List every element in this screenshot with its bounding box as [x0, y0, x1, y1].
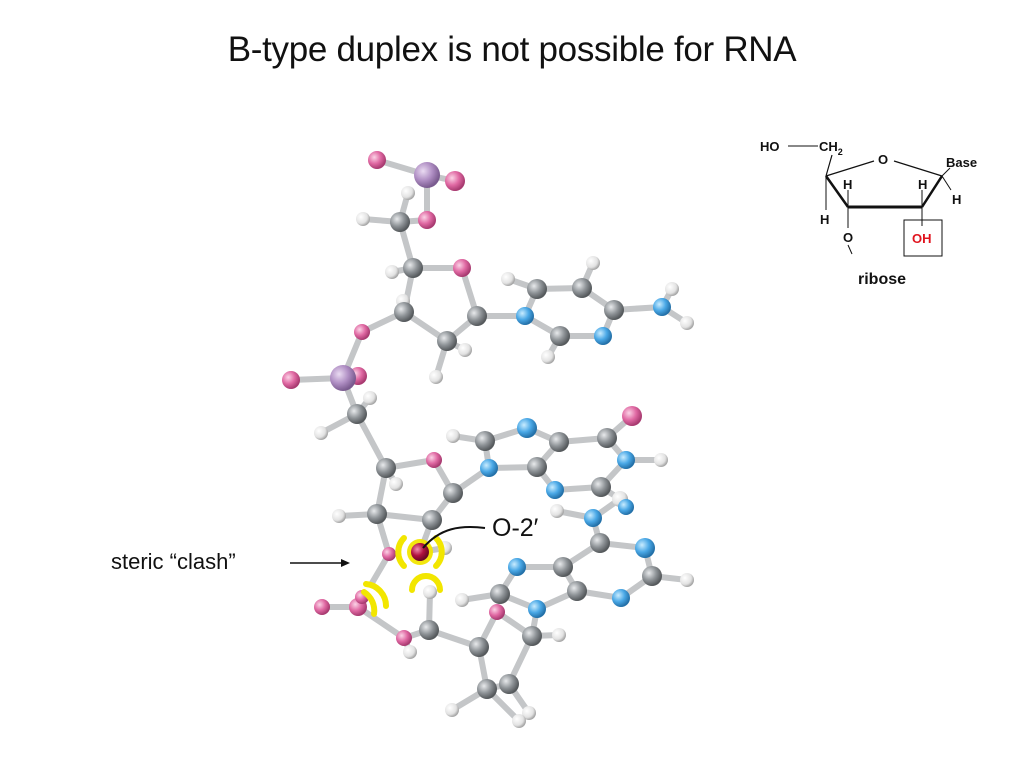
ribose-h-right-upper: H — [918, 177, 927, 192]
clash-arrow — [290, 559, 350, 567]
o2-pointer-line — [422, 526, 486, 549]
nitrogen-atoms — [480, 298, 671, 618]
phosphorus-atoms — [330, 162, 440, 391]
ribose-caption: ribose — [858, 271, 906, 288]
ribose-ring-oxygen: O — [878, 152, 888, 167]
ribose-base-label: Base — [946, 155, 977, 170]
ribose-h-left-upper: H — [843, 177, 852, 192]
o2-prime-label: O-2′ — [492, 514, 539, 542]
ribose-structure: HO CH2 O Base H H H H O OH ribose — [760, 139, 977, 288]
steric-clash-label: steric “clash” — [111, 549, 236, 574]
oxygen-atoms — [282, 151, 642, 646]
ribose-oh-label: OH — [912, 231, 932, 246]
ribose-ho-label: HO — [760, 139, 780, 154]
ribose-ch2-label: CH2 — [819, 139, 843, 157]
ribose-o3-label: O — [843, 230, 853, 245]
ribose-h-right-lower: H — [952, 192, 961, 207]
slide-title: B-type duplex is not possible for RNA — [227, 30, 797, 69]
ribose-bonds — [788, 145, 952, 257]
carbon-atoms — [347, 212, 662, 699]
ribose-h-left-lower: H — [820, 212, 829, 227]
hydrogen-atoms — [314, 186, 694, 728]
